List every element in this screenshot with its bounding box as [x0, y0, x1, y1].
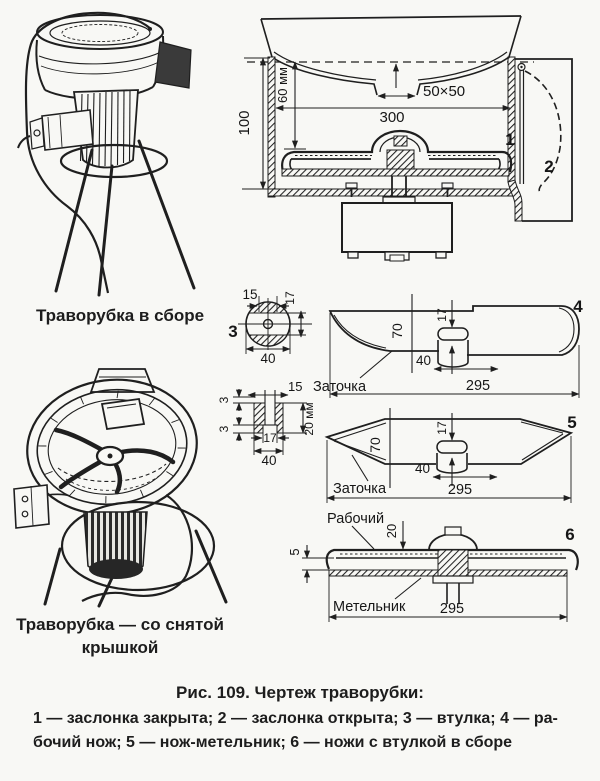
cross-section-drawing: 100 60 мм 300 50×50 1 2 — [236, 15, 573, 262]
power-cable-bottom — [81, 494, 194, 602]
part-label-damper-closed: 1 — [505, 130, 514, 149]
knife-outline — [328, 305, 580, 356]
tripod-ring-bottom — [60, 500, 216, 592]
bushing-top-view: 3 15 17 40 — [228, 287, 312, 366]
working-knife-drawing: 4 70 17 40 295 Заточка — [313, 294, 583, 398]
mount-bracket — [13, 484, 50, 529]
item-number-3: 3 — [228, 322, 237, 341]
sweeper-knife-drawing: 5 70 17 40 295 Заточка — [324, 408, 577, 503]
dim-length-label: 295 — [466, 378, 490, 394]
dim-slot-label: 15 — [288, 379, 302, 394]
figure-caption-title: Рис. 109. Чертеж траворубки: — [176, 683, 424, 702]
dim-hub-label: 40 — [415, 461, 430, 476]
item-number-5: 5 — [567, 413, 576, 432]
legend-line2: бочий нож; 5 — нож-метельник; 6 — ножи с… — [33, 734, 513, 751]
funnel — [260, 15, 522, 20]
edge-label: Заточка — [313, 379, 367, 395]
dim-width-label: 300 — [379, 109, 404, 126]
feed-opening — [100, 397, 146, 431]
discharge-spout — [507, 179, 523, 222]
dim-width-label: 70 — [367, 437, 383, 453]
hub-boss — [437, 327, 469, 341]
dim-length-label: 295 — [440, 601, 464, 617]
opened-caption: Траворубка — со снятой крышкой — [10, 613, 230, 659]
damper-open — [524, 70, 562, 194]
dim-hole-label: 17 — [435, 421, 449, 435]
hub-dome — [428, 533, 478, 551]
dim-hub-label: 40 — [416, 353, 431, 368]
dim-width-label: 70 — [389, 323, 405, 339]
tripod-legs — [54, 139, 196, 297]
damper-closed — [517, 62, 526, 184]
dim-diameter-label: 40 — [261, 453, 276, 468]
bushing-section-view: 15 3 3 17 40 20 мм — [217, 379, 316, 468]
upper-knife-label: Рабочий — [327, 511, 384, 527]
dim-slot-label: 15 — [242, 287, 257, 302]
item-number-4: 4 — [573, 297, 583, 316]
opened-caption-line1: Траворубка — со снятой — [16, 615, 224, 634]
dim-hub-label: 20 — [384, 524, 399, 538]
switch-knob — [33, 129, 41, 137]
edge-label: Заточка — [333, 481, 387, 497]
shaft — [446, 583, 460, 604]
dim-diameter-label: 40 — [260, 351, 275, 366]
dim-funnel-depth-label: 60 мм — [275, 67, 290, 103]
motor-ribs — [79, 90, 131, 167]
knife-outline — [324, 418, 574, 465]
dim-hole-label: 17 — [263, 431, 277, 445]
tripod-ring — [59, 143, 169, 179]
lower-knife-label: Метельник — [333, 599, 406, 615]
motor-box — [341, 202, 453, 262]
assembled-caption: Траворубка в сборе — [35, 306, 205, 325]
dim-hole-label: 17 — [435, 308, 449, 322]
dim-height-label: 20 мм — [302, 402, 316, 435]
part-label-damper-open: 2 — [544, 157, 553, 176]
dim-length-label: 295 — [448, 482, 472, 498]
item-number-6: 6 — [565, 525, 574, 544]
legend-line1: 1 — заслонка закрыта; 2 — заслонка откры… — [33, 710, 558, 727]
dim-hole-label: 17 — [283, 291, 297, 305]
opened-chopper-illustration — [13, 368, 228, 608]
dim-offset-label: 5 — [287, 548, 302, 555]
dim-step-bottom-label: 3 — [217, 425, 231, 432]
knife-rotor — [53, 427, 176, 495]
figure-legend: 1 — заслонка закрыта; 2 — заслонка откры… — [33, 707, 581, 755]
dim-height-label: 100 — [236, 110, 253, 135]
hub-boss — [436, 440, 468, 454]
dim-step-top-label: 3 — [217, 396, 231, 403]
grater-ring-ticks — [38, 390, 186, 504]
chute-housing — [515, 58, 573, 222]
bushing-block — [437, 549, 469, 577]
lid-latch — [154, 41, 192, 89]
mount-bolts — [345, 182, 454, 197]
assembled-chopper-illustration — [17, 11, 196, 297]
dim-opening-label: 50×50 — [423, 83, 465, 100]
opened-caption-line2: крышкой — [81, 638, 159, 657]
knife-assembly-section — [281, 129, 513, 204]
bolt-head — [444, 526, 462, 536]
knife-assembly-drawing: 6 20 5 Рабочий Метельник 295 — [287, 511, 579, 622]
